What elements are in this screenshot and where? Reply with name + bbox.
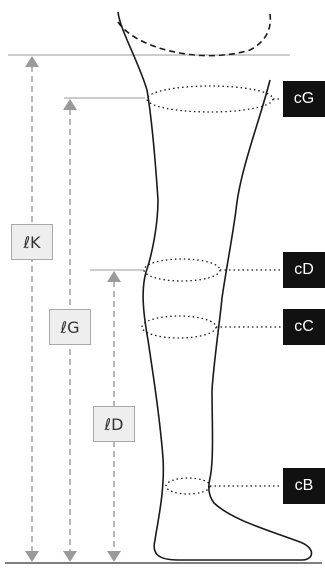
circumference-label-cG: cG xyxy=(283,81,325,117)
circumference-label-cC: cC xyxy=(283,309,325,345)
circumference-ellipse-cC xyxy=(141,315,217,339)
circumference-ellipse-cD xyxy=(143,258,221,282)
circumference-label-cD: cD xyxy=(283,252,325,288)
circumference-ellipse-cB xyxy=(165,477,211,495)
length-label-lK: ℓK xyxy=(11,224,53,260)
length-label-lD: ℓD xyxy=(93,406,135,442)
length-label-lG: ℓG xyxy=(49,309,91,345)
leg-outline xyxy=(117,11,313,561)
hip-dashed-outline xyxy=(117,13,272,57)
circumference-label-cB: cB xyxy=(283,468,325,504)
circumference-ellipse-cG xyxy=(146,85,274,113)
dimension-line-lK xyxy=(25,56,39,562)
